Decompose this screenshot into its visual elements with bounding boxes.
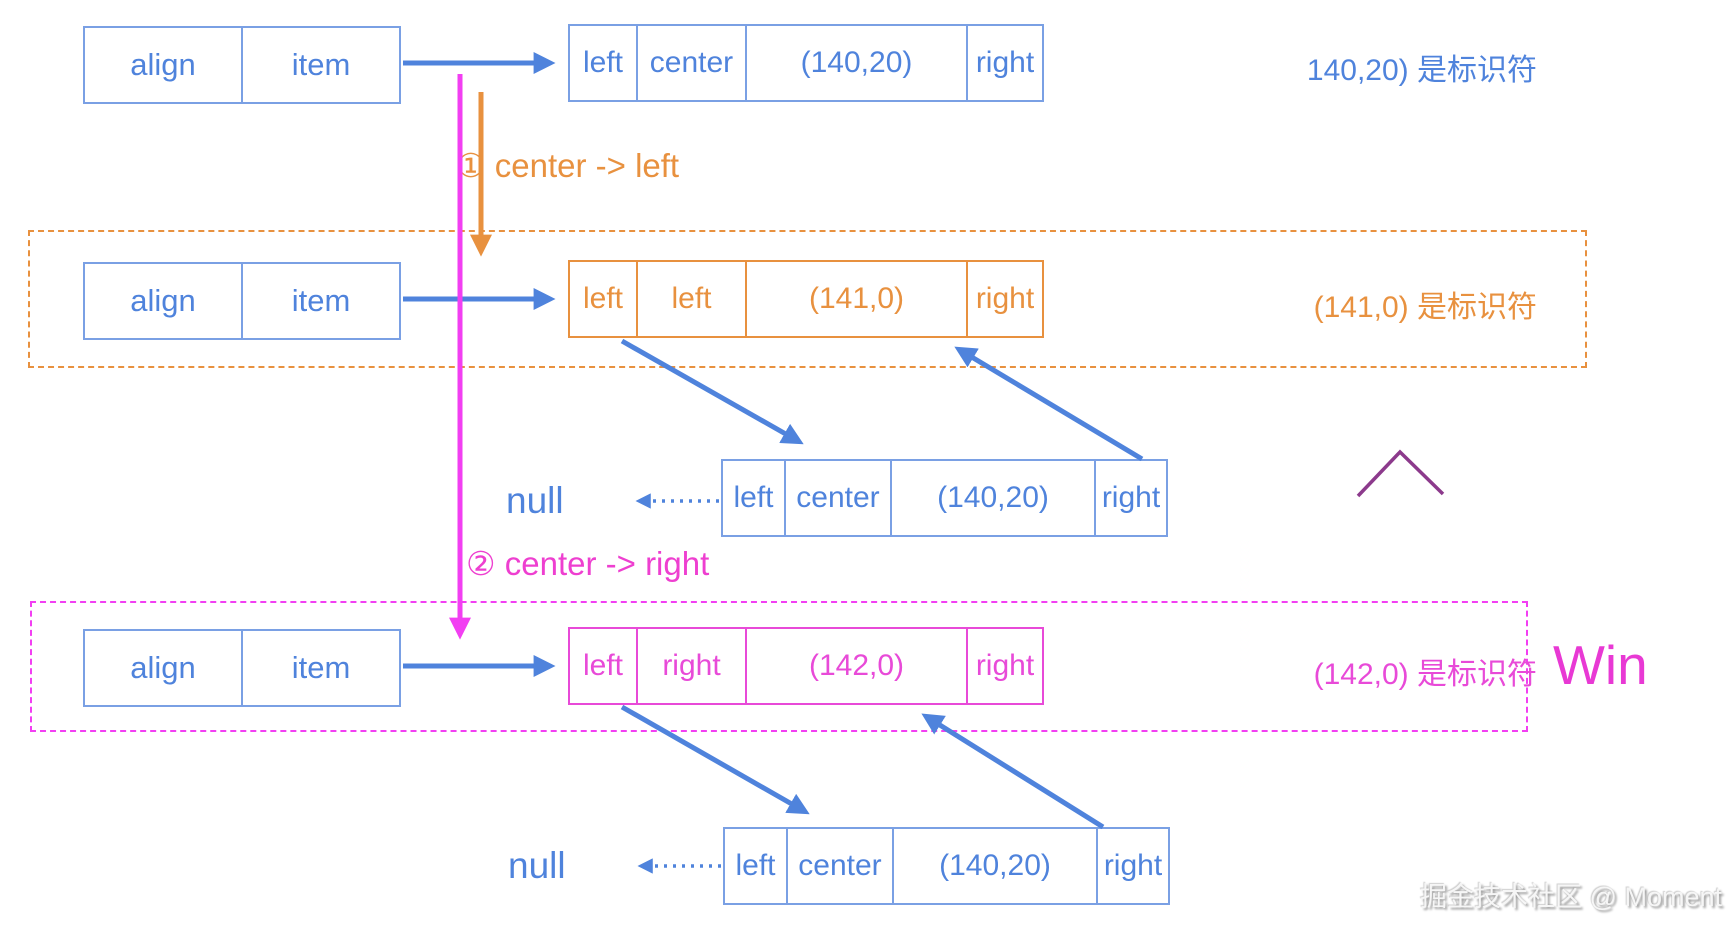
- node-140-20-bottom: left center (140,20) right: [723, 827, 1170, 905]
- node-cell-left: left: [582, 282, 624, 315]
- align-cell: align: [130, 283, 196, 318]
- node-cell-id: (140,20): [745, 26, 966, 100]
- node-cell-right: right: [966, 26, 1042, 100]
- win-label: Win: [1553, 634, 1648, 696]
- node-cell-left: left: [582, 649, 624, 682]
- arrow-bottom-node-right-to-row3: [921, 713, 1105, 830]
- node-cell-align: right: [636, 629, 745, 703]
- node-cell-id: (142,0): [745, 629, 966, 703]
- row1-identifier-label: 140,20) 是标识符: [1306, 54, 1537, 87]
- null-label-bottom: null: [508, 845, 566, 886]
- null-label-middle: null: [506, 480, 564, 521]
- node-142-0-row3: left right (142,0) right: [568, 627, 1044, 705]
- node-cell-right: right: [1094, 461, 1166, 535]
- step2-label: ② center -> right: [466, 545, 710, 582]
- step1-dashed-container: [28, 230, 1587, 368]
- pair-box-row1: align item: [83, 26, 401, 104]
- pair-box-row2: align item: [83, 262, 401, 340]
- node-cell-left: left: [582, 46, 624, 79]
- caret-mark-icon: [1356, 449, 1445, 498]
- pair-box-row3: align item: [83, 629, 401, 707]
- node-cell-align: left: [636, 262, 745, 336]
- row3-identifier-label: (142,0) 是标识符: [1313, 658, 1537, 691]
- node-cell-align: center: [786, 829, 892, 903]
- node-cell-right: right: [1096, 829, 1168, 903]
- node-cell-align: center: [636, 26, 745, 100]
- node-140-20-middle: left center (140,20) right: [721, 459, 1168, 537]
- node-cell-id: (140,20): [890, 461, 1094, 535]
- node-cell-id: (141,0): [745, 262, 966, 336]
- node-cell-id: (140,20): [892, 829, 1096, 903]
- item-cell: item: [241, 28, 399, 102]
- node-cell-left: left: [735, 849, 776, 882]
- step1-label: ① center -> left: [456, 147, 680, 184]
- node-cell-right: right: [966, 262, 1042, 336]
- item-cell: item: [241, 264, 399, 338]
- node-cell-right: right: [966, 629, 1042, 703]
- node-140-20-row1: left center (140,20) right: [568, 24, 1044, 102]
- node-141-0-row2: left left (141,0) right: [568, 260, 1044, 338]
- align-cell: align: [130, 47, 196, 82]
- align-cell: align: [130, 650, 196, 685]
- row2-identifier-label: (141,0) 是标识符: [1313, 291, 1537, 324]
- item-cell: item: [241, 631, 399, 705]
- node-cell-left: left: [733, 481, 774, 514]
- watermark: 掘金技术社区 @ Moment: [1420, 882, 1722, 912]
- node-cell-align: center: [784, 461, 890, 535]
